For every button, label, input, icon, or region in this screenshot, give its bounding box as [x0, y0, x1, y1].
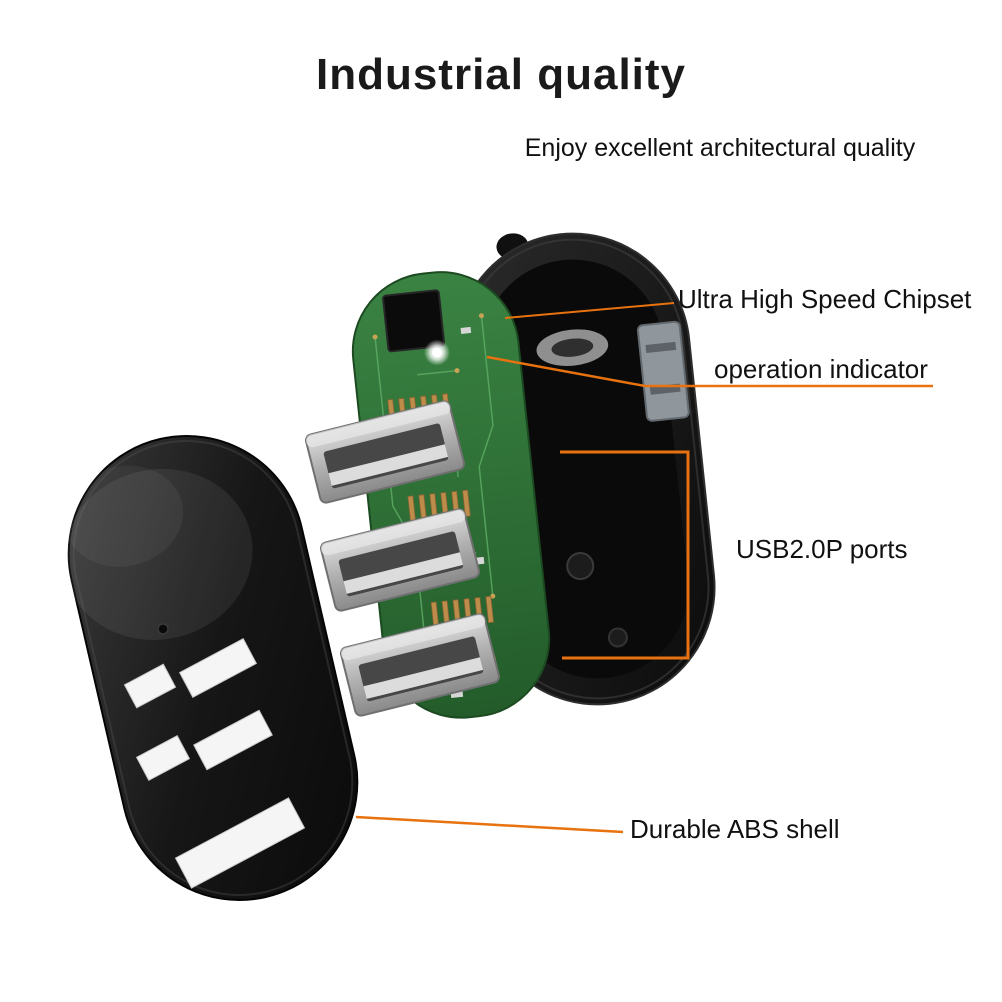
upstream-connector — [636, 320, 690, 422]
shell-post — [607, 627, 628, 648]
callout-label-abs-shell: Durable ABS shell — [630, 814, 840, 844]
shell-slot — [135, 735, 191, 781]
front-shell-edge — [72, 439, 354, 897]
usb-tongue — [363, 657, 484, 699]
callout-line-shell — [355, 815, 624, 834]
front-shell-slots — [123, 638, 306, 889]
usb-port-1 — [305, 400, 465, 504]
callout-label-usb-ports: USB2.0P ports — [736, 534, 908, 564]
front-shell-highlight — [64, 465, 184, 567]
callout-line-chipset — [504, 302, 675, 319]
usb-port-2 — [320, 508, 480, 612]
usb-port-3 — [340, 613, 500, 717]
chipset-ic — [382, 289, 446, 353]
shell-slot — [193, 709, 273, 771]
led-indicator — [432, 347, 443, 358]
front-shell-highlight — [63, 468, 253, 640]
shell-pinhole — [157, 623, 169, 635]
callout-label-operation-indicator: operation indicator — [714, 354, 928, 384]
pcb-substrate — [351, 271, 551, 719]
shell-slot — [178, 638, 258, 698]
callout-line-indicator — [486, 355, 933, 388]
shell-slot — [174, 797, 306, 889]
callout-bracket-usb-ports — [560, 450, 690, 660]
page-subtitle: Enjoy excellent architectural quality — [524, 134, 916, 162]
pcb-board — [351, 271, 551, 719]
shell-slot — [123, 663, 177, 709]
usb-tongue — [343, 552, 464, 594]
screw-boss-hole — [551, 338, 594, 357]
page-title: Industrial quality — [315, 50, 687, 99]
usb-tongue — [328, 444, 449, 486]
callout-label-chipset: Ultra High Speed Chipset — [678, 284, 972, 314]
shell-post — [566, 552, 595, 581]
